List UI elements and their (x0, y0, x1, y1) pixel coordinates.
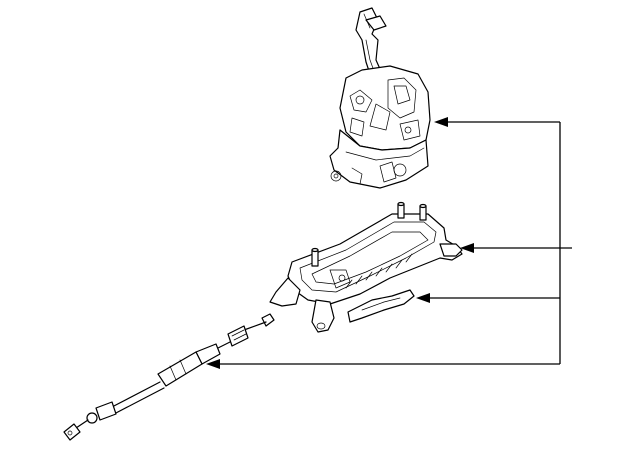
callout-leaders (206, 117, 572, 369)
callout-gasket (416, 293, 560, 303)
base-gasket (347, 289, 415, 323)
shift-cable (63, 313, 275, 441)
mounting-stud (419, 203, 427, 221)
callout-shifter-assembly (434, 117, 560, 127)
callout-shift-cable (206, 359, 560, 369)
mounting-stud (397, 201, 405, 219)
callout-shifter-base (460, 243, 572, 253)
shifter-assembly (329, 7, 431, 189)
shifter-base (269, 201, 463, 333)
mounting-stud (311, 247, 319, 267)
